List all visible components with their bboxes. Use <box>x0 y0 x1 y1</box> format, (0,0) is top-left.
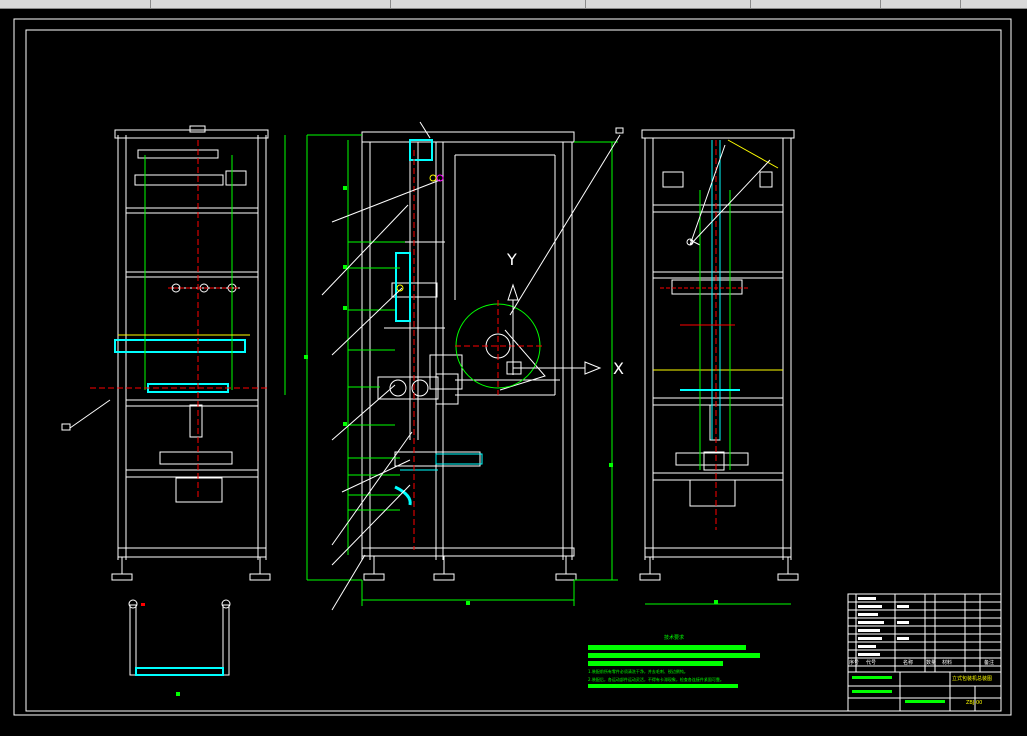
toolbar-segment[interactable] <box>960 0 1027 8</box>
right-view <box>639 129 799 581</box>
right-view-annotations <box>645 139 791 605</box>
drawing-title: 立式包装机总装图 <box>952 676 993 682</box>
notes-title: 技术要求 <box>664 635 685 641</box>
title-block-col-code: 代号 <box>866 660 877 666</box>
toolbar-segment[interactable] <box>390 0 586 8</box>
notes-line-1: 1.装配前所有零件必须清洗干净，并去毛刺、锐边倒钝。 <box>588 669 688 674</box>
technical-notes-block <box>588 645 760 688</box>
title-block-col-remark: 备注 <box>984 660 995 666</box>
title-block-col-no: 序号 <box>849 660 860 666</box>
detail-view-bottom <box>128 599 231 696</box>
title-block-col-name: 名称 <box>903 660 914 666</box>
title-block-fills <box>852 597 945 703</box>
side-view-annotations <box>304 121 624 611</box>
toolbar-segment[interactable] <box>0 0 151 8</box>
toolbar-segment[interactable] <box>880 0 961 8</box>
toolbar-segment[interactable] <box>150 0 391 8</box>
application-toolbar <box>0 0 1027 9</box>
title-block-col-qty: 数量 <box>926 660 937 666</box>
y-axis-label: Y <box>507 250 517 269</box>
outer-border <box>13 18 1012 716</box>
side-view <box>361 131 577 581</box>
front-view-hidden <box>61 135 286 500</box>
front-view <box>111 125 271 581</box>
toolbar-segment[interactable] <box>585 0 751 8</box>
drawing-number: ZBJ-00 <box>966 700 983 706</box>
x-axis-label: X <box>613 359 624 378</box>
cad-drawing-canvas[interactable] <box>0 9 1027 736</box>
toolbar-segment[interactable] <box>750 0 881 8</box>
notes-line-2: 2.装配后，各运动部件运动灵活，不得有卡滞现象，检查各连接件紧固可靠。 <box>588 677 724 682</box>
title-block-col-material: 材料 <box>942 660 953 666</box>
inner-border <box>25 29 1002 712</box>
title-block <box>847 593 1002 712</box>
